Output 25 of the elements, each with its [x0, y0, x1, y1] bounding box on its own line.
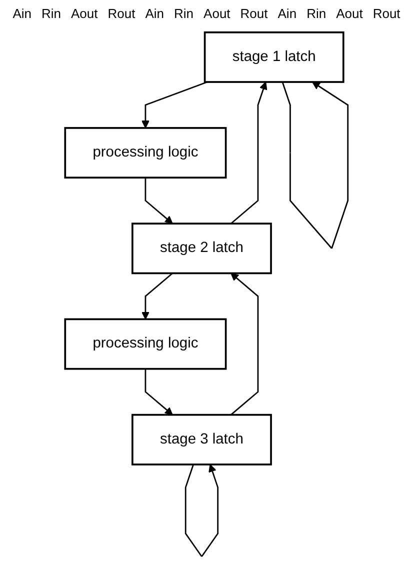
arrow	[282, 82, 349, 249]
node-box: stage 1 latch	[204, 31, 344, 83]
pin-label: Aout	[71, 6, 98, 21]
pin-label: Rout	[240, 6, 268, 21]
node-box: stage 3 latch	[132, 414, 272, 466]
pin-label: Ain	[145, 6, 164, 21]
arrow	[144, 178, 173, 224]
arrow	[141, 272, 173, 320]
node-box: stage 2 latch	[132, 222, 272, 274]
pin-label: Rin	[42, 6, 62, 21]
arrow	[230, 272, 259, 416]
pin-label: Ain	[278, 6, 297, 21]
pin-label: Aout	[336, 6, 363, 21]
pin-label: Rin	[174, 6, 194, 21]
pin-label: Rout	[372, 6, 400, 21]
arrow	[144, 368, 173, 416]
pin-label: Aout	[204, 6, 230, 21]
arrow	[230, 82, 268, 224]
node-box: processing logic	[64, 318, 227, 370]
pin-label: Ain	[12, 6, 32, 21]
pin-label: Rout	[108, 6, 136, 21]
pin-label: Rin	[306, 6, 326, 21]
node-box: processing logic	[64, 127, 227, 179]
arrow	[141, 81, 208, 128]
arrow	[184, 464, 219, 557]
